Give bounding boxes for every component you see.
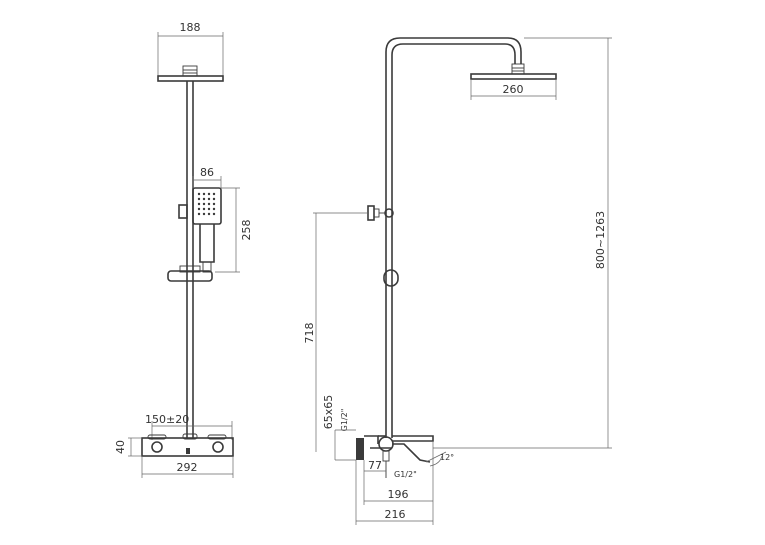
dim-eccentric: 150±20 [145, 413, 189, 426]
head-connector-front [182, 65, 198, 77]
riser-arm-inner [391, 43, 516, 438]
thread-bottom: G1/2" [394, 470, 417, 479]
dim-valve-height: 40 [114, 440, 127, 454]
rain-head-side [470, 73, 557, 80]
dim-valve-width: 292 [177, 461, 198, 474]
thread-top: G1/2" [340, 409, 349, 432]
thermostatic-valve-front [141, 433, 234, 457]
dim-holder-height: 718 [303, 323, 316, 344]
hand-shower-front [192, 187, 222, 273]
riser-arm-outer [385, 37, 522, 438]
rain-head-front [157, 75, 224, 82]
dim-total-height: 800~1263 [594, 211, 607, 269]
slide-holder-front [167, 270, 213, 282]
side-view: 260 800~1263 718 [303, 37, 612, 525]
hand-holder-side [367, 205, 394, 221]
hand-bracket [178, 204, 188, 219]
dim-head-width: 188 [180, 21, 201, 34]
dim-projection-216: 216 [385, 508, 406, 521]
slide-holder-side [383, 269, 399, 287]
dim-head-diameter: 260 [503, 83, 524, 96]
dim-connector-size: 65x65 [322, 395, 335, 430]
valve-side [356, 435, 434, 478]
front-view: 188 86 [114, 21, 253, 478]
spout-angle: 12° [440, 453, 454, 462]
dim-hand-length: 258 [240, 220, 253, 241]
dim-projection-196: 196 [388, 488, 409, 501]
dim-inlet-depth: 77 [368, 459, 382, 472]
dim-hand-width: 86 [200, 166, 214, 179]
